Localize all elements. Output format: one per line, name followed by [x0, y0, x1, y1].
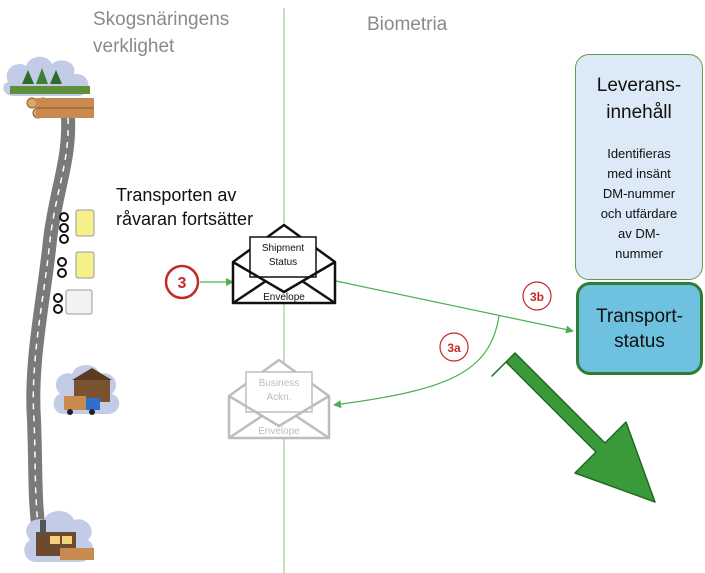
business-envelope-label: Envelope	[258, 426, 300, 437]
transport-continues-text: Transporten av råvaran fortsätter	[116, 185, 254, 229]
business-line2: Ackn.	[266, 392, 291, 403]
step-3-label: 3	[178, 275, 187, 292]
step-3a-marker: 3a	[439, 332, 469, 362]
step-3-marker: 3	[164, 264, 200, 300]
heading-industry-reality: Skogsnäringens verklighet	[93, 9, 230, 57]
shipment-line1: Shipment	[262, 243, 304, 254]
heading-biometria: Biometria	[367, 14, 448, 35]
factory-icon	[24, 511, 94, 562]
step-3b-label: 3b	[530, 290, 544, 304]
truck-icon	[53, 209, 95, 315]
transport-status-title: Transport- status	[596, 305, 683, 352]
big-arrow-icon	[491, 352, 656, 503]
step-3a-label: 3a	[447, 341, 461, 355]
leverans-innehall-title: Leverans- innehåll	[596, 75, 682, 123]
step-3b-marker: 3b	[522, 281, 552, 311]
sawmill-icon	[53, 365, 120, 415]
envelope-icon	[227, 358, 331, 440]
leverans-innehall-body: Identifieras med insänt DM-nummer och ut…	[600, 146, 678, 261]
road-icon	[26, 111, 76, 547]
transport-status-box: Transport- status	[576, 282, 703, 375]
arrow-to-transport-status	[335, 280, 574, 334]
arrow-to-business-ack	[333, 315, 500, 409]
business-line1: Business	[259, 378, 300, 389]
leverans-innehall-box: Leverans- innehåll Identifieras med insä…	[575, 54, 703, 280]
envelope-icon	[231, 223, 337, 305]
forest-logs-icon	[3, 56, 94, 119]
shipment-envelope-label: Envelope	[263, 292, 305, 303]
shipment-line2: Status	[269, 257, 297, 268]
